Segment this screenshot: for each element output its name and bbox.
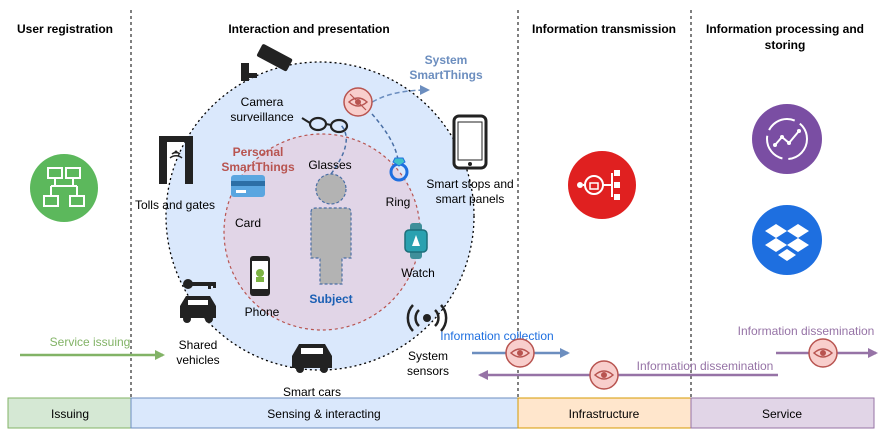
bar-issuing-label: Issuing: [51, 407, 89, 421]
watch-icon: [404, 223, 428, 259]
ring-icon: [389, 157, 409, 182]
camera-label-line1: Camera: [241, 95, 284, 109]
system-label-line2: SmartThings: [409, 68, 483, 82]
smart-stops-label-line1: Smart stops and: [426, 177, 513, 191]
glasses-icon: [301, 116, 349, 134]
user-registration-network-icon: [30, 154, 98, 222]
privacy-eye-icon-collection: [505, 338, 535, 368]
smart-cars-icon: [292, 344, 332, 373]
bar-sensing: [130, 397, 519, 429]
ring-link-dashed: [371, 113, 399, 161]
tolls-label: Tolls and gates: [135, 198, 215, 212]
system-sensors-icon: [406, 304, 448, 332]
bar-infrastructure: [517, 397, 692, 429]
bar-sensing-label: Sensing & interacting: [267, 407, 380, 421]
subject-label: Subject: [309, 292, 352, 306]
storage-dropbox-icon: [752, 205, 822, 275]
privacy-eye-icon-dissemination-right: [808, 338, 838, 368]
system-link-dashed: [330, 123, 347, 175]
camera-surveillance-icon: [241, 44, 293, 81]
system-upload-arrow: [359, 85, 430, 113]
bar-service-label: Service: [762, 407, 802, 421]
shared-vehicles-label-line2: vehicles: [176, 353, 219, 367]
bar-infrastructure-label: Infrastructure: [569, 407, 640, 421]
system-label-line1: System: [425, 53, 468, 67]
header-user-registration: User registration: [17, 22, 113, 36]
camera-label-line2: surveillance: [230, 110, 294, 124]
header-processing-line1: Information processing and: [706, 22, 864, 36]
tolls-gates-icon: [159, 136, 193, 184]
bar-service: [690, 397, 875, 429]
header-transmission: Information transmission: [532, 22, 676, 36]
smart-cars-label: Smart cars: [283, 385, 341, 399]
smart-stops-icon: [452, 114, 488, 170]
shared-vehicles-icon: [180, 279, 216, 323]
sensors-label-line2: sensors: [407, 364, 449, 378]
info-collection-label: Information collection: [440, 329, 553, 343]
privacy-eye-icon: [343, 87, 373, 117]
ring-label: Ring: [386, 195, 411, 209]
phone-icon: [250, 256, 270, 296]
glasses-label: Glasses: [308, 158, 351, 172]
subject-figure: [310, 173, 352, 285]
info-dissemination-mid-label: Information dissemination: [637, 359, 774, 373]
header-processing-line2: storing: [765, 38, 806, 52]
service-issuing-label: Service issuing: [50, 335, 131, 349]
processing-analytics-icon: [752, 104, 822, 174]
shared-vehicles-label-line1: Shared: [179, 338, 218, 352]
personal-label-line2: SmartThings: [221, 160, 295, 174]
header-interaction: Interaction and presentation: [228, 22, 389, 36]
privacy-eye-icon-dissemination-mid: [589, 360, 619, 390]
personal-label-line1: Personal: [233, 145, 284, 159]
infrastructure-network-icon: [568, 151, 636, 219]
info-dissemination-right-label: Information dissemination: [738, 324, 875, 338]
smart-stops-label-line2: smart panels: [436, 192, 505, 206]
card-icon: [231, 175, 265, 197]
card-label: Card: [235, 216, 261, 230]
watch-label: Watch: [401, 266, 435, 280]
sensors-label-line1: System: [408, 349, 448, 363]
phone-label: Phone: [245, 305, 280, 319]
